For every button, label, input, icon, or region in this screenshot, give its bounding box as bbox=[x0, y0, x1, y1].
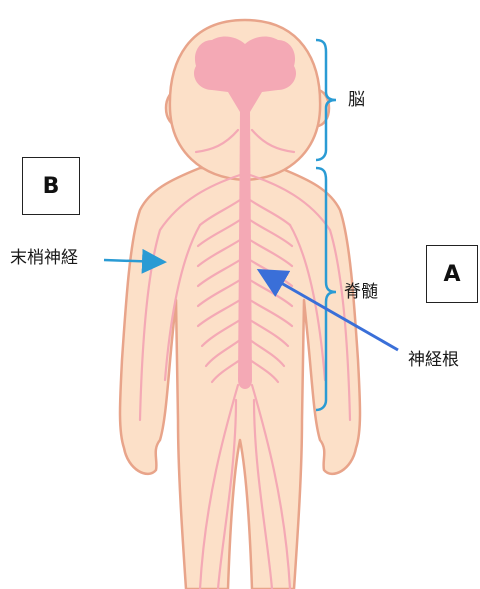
label-nerve-root: 神経根 bbox=[408, 352, 459, 369]
label-spinal-cord: 脊髄 bbox=[344, 284, 378, 301]
spinal-cord-shape bbox=[238, 110, 252, 389]
label-peripheral-nerve: 末梢神経 bbox=[10, 250, 78, 267]
box-a: A bbox=[426, 245, 478, 303]
box-b: B bbox=[22, 157, 80, 215]
label-brain: 脳 bbox=[348, 92, 365, 109]
